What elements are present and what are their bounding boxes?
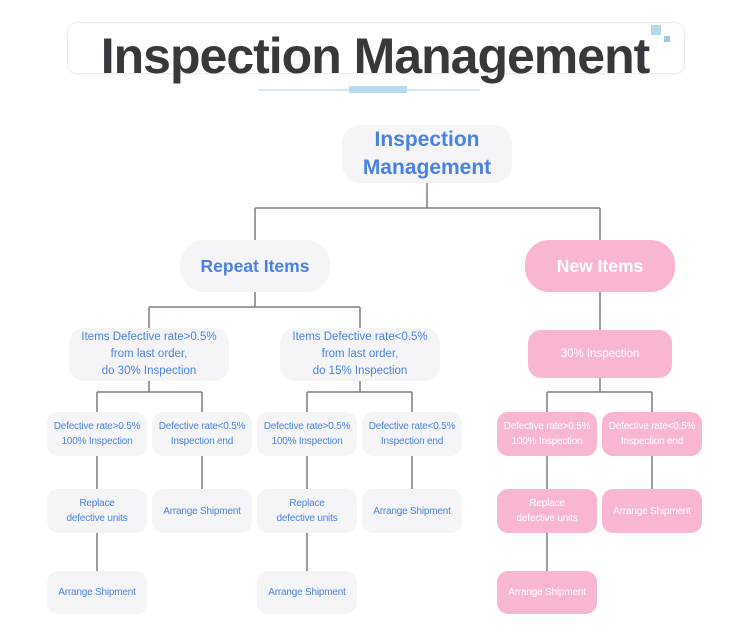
node-root: Inspection Management	[342, 125, 512, 183]
node-condition-repeat-1: Items Defective rate>0.5% from last orde…	[69, 328, 229, 381]
node-final-ship-new: Arrange Shipment	[497, 571, 597, 614]
node-condition-repeat-2: Items Defective rate<0.5% from last orde…	[280, 328, 440, 381]
node-check-low-new: Defective rate<0.5% Inspection end	[602, 412, 702, 456]
node-final-ship-repeat-2: Arrange Shipment	[257, 571, 357, 614]
decor-square-small	[664, 36, 670, 42]
node-action-replace-new: Replace defective units	[497, 489, 597, 533]
node-check-low-repeat-2: Defective rate<0.5% Inspection end	[362, 412, 462, 456]
node-new-items: New Items	[525, 240, 675, 292]
node-action-replace-repeat-1: Replace defective units	[47, 489, 147, 533]
node-check-high-repeat-1: Defective rate>0.5% 100% Inspection	[47, 412, 147, 456]
decor-square-large	[651, 25, 661, 35]
node-repeat-items: Repeat Items	[180, 240, 330, 292]
node-action-ship-repeat-2: Arrange Shipment	[362, 489, 462, 533]
title-underline-accent	[349, 86, 407, 93]
node-action-replace-repeat-2: Replace defective units	[257, 489, 357, 533]
node-check-high-new: Defective rate>0.5% 100% Inspection	[497, 412, 597, 456]
node-check-high-repeat-2: Defective rate>0.5% 100% Inspection	[257, 412, 357, 456]
title-card	[67, 22, 685, 74]
node-final-ship-repeat-1: Arrange Shipment	[47, 571, 147, 614]
node-check-low-repeat-1: Defective rate<0.5% Inspection end	[152, 412, 252, 456]
page-title: Inspection Management	[100, 28, 651, 84]
node-action-ship-repeat-1: Arrange Shipment	[152, 489, 252, 533]
node-condition-new: 30% Inspection	[528, 330, 672, 378]
node-action-ship-new: Arrange Shipment	[602, 489, 702, 533]
